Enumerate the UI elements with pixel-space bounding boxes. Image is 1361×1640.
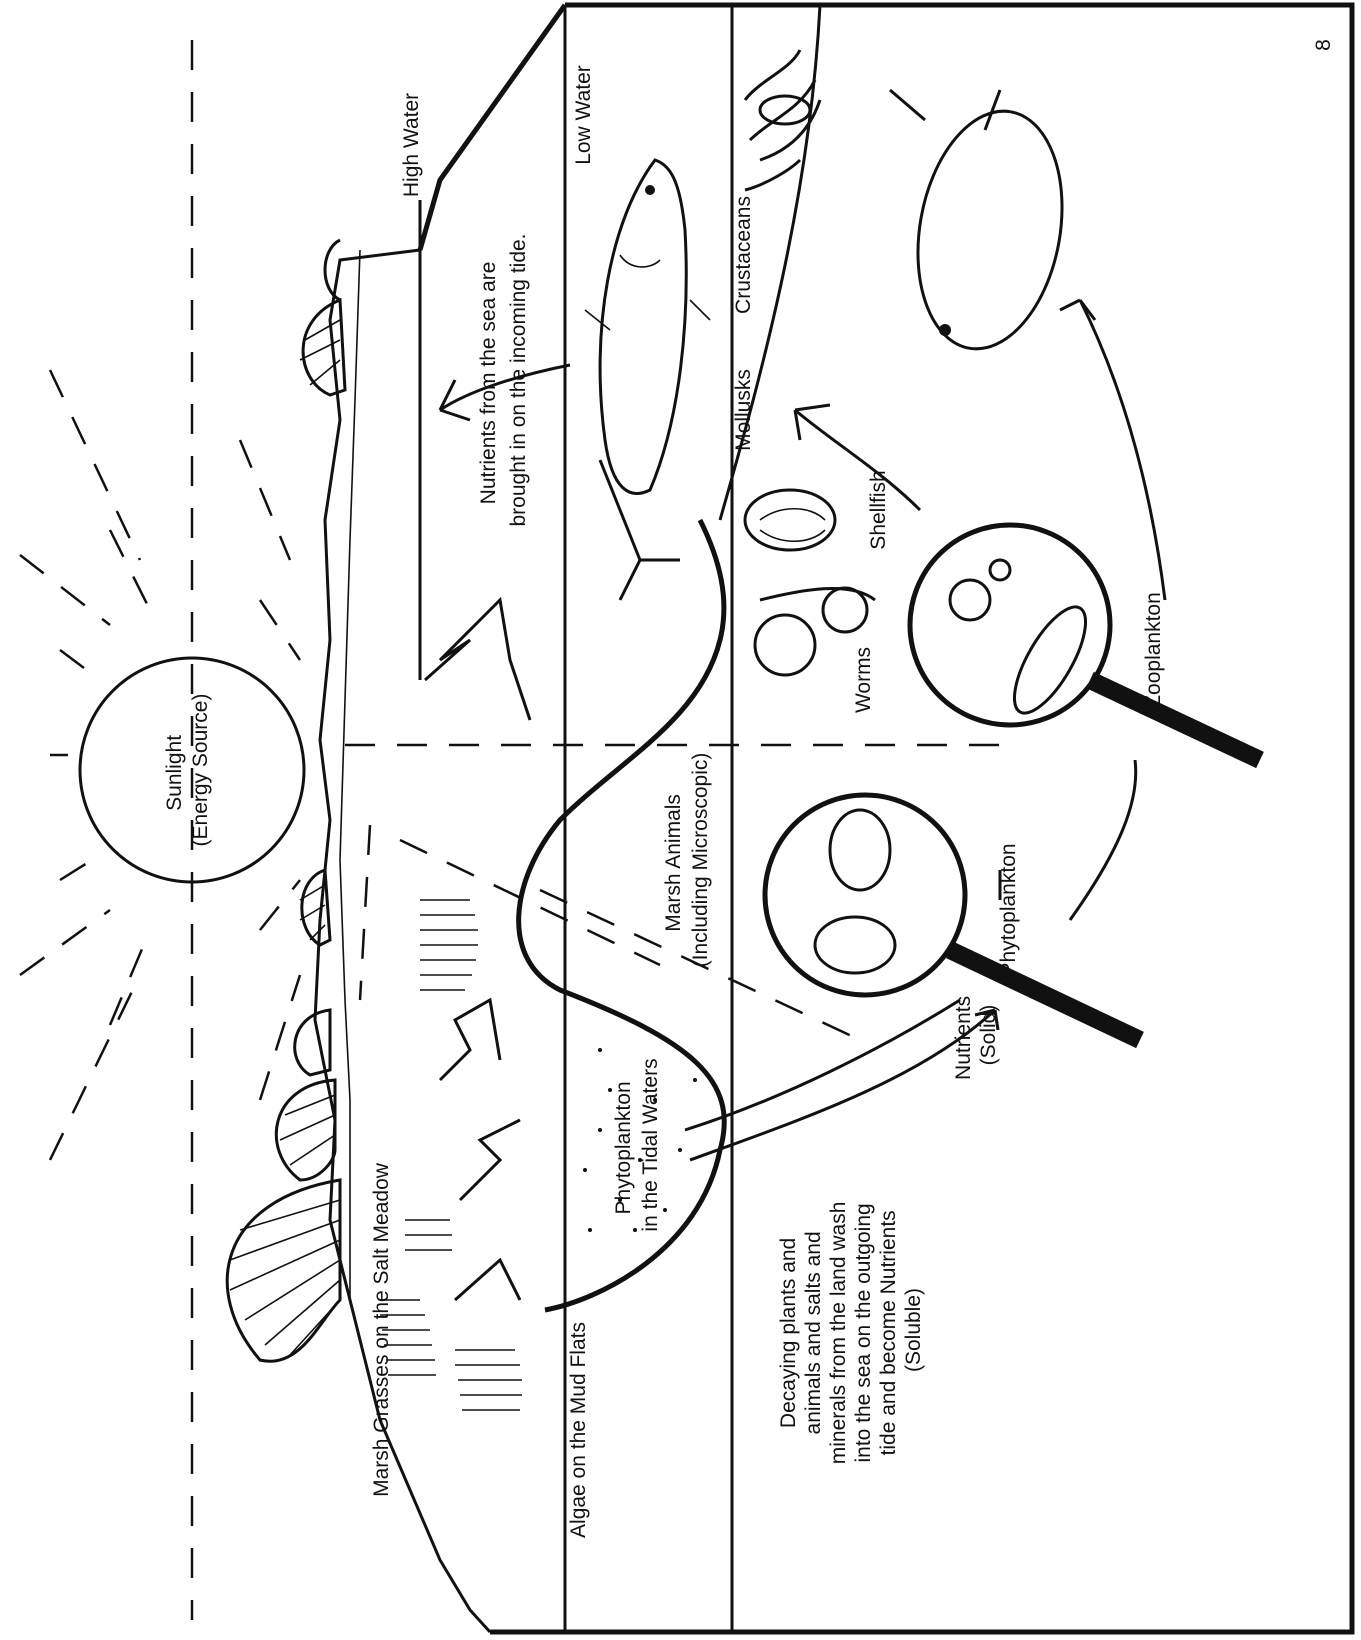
- nutrients-tide-arrow: [439, 363, 571, 412]
- dash-c: [539, 888, 861, 1042]
- decaying-label: Decaying plants and animals and salts an…: [777, 1196, 925, 1464]
- phyto-to-zoo-arrow: [1068, 759, 1138, 921]
- marsh-grass-hatching: [380, 899, 522, 1411]
- algae-label: Algae on the Mud Flats: [567, 1322, 590, 1538]
- flounder-illustration: [889, 88, 1064, 351]
- fish-illustration: [584, 158, 711, 601]
- crustacean-illustration: [743, 49, 822, 192]
- zooplankton-magnifier: [907, 522, 1264, 769]
- marsh-animals-curve: [516, 518, 727, 1313]
- nutrients-sea-label: Nutrients from the sea are brought in on…: [477, 233, 530, 526]
- sun-rays: [19, 40, 302, 1620]
- marsh-profile: [313, 248, 492, 1634]
- sun: [19, 40, 306, 1620]
- sunlight-label: Sunlight (Energy Source): [163, 694, 212, 847]
- phytoplankton-label: Phytoplankton: [997, 843, 1020, 976]
- dash-a: [358, 824, 372, 1001]
- decay-arrow-2: [684, 998, 961, 1132]
- zooplankton-label: Zooplankton: [1142, 592, 1165, 708]
- low-water-label: Low Water: [572, 65, 595, 165]
- dash-b: [399, 838, 661, 967]
- crustaceans-label: Crustaceans: [732, 196, 755, 314]
- zoo-to-fish-arrow: [1078, 299, 1167, 601]
- marsh-grasses-label: Marsh Grasses on the Salt Meadow: [370, 1162, 393, 1497]
- decay-arrow-1: [689, 1008, 997, 1162]
- flow-arrows: [438, 298, 1167, 1162]
- phytoplankton-dots: [583, 1048, 697, 1232]
- mollusks-label: Mollusks: [732, 369, 755, 451]
- mud-flat-grass: [424, 596, 532, 1302]
- zoo-to-shellfish-arrow: [794, 408, 922, 512]
- water-surface-line: [339, 249, 361, 1300]
- nutrients-solid-label: Nutrients (Solid): [952, 990, 1000, 1080]
- phyto-tidal-label: Phytoplankton in the Tidal Waters: [612, 1058, 662, 1231]
- worms-label: Worms: [852, 647, 875, 713]
- high-water-label: High Water: [400, 93, 423, 197]
- corner-mark: 8: [1312, 39, 1335, 51]
- marsh-trees: [225, 238, 347, 1363]
- shellfish-illustration: [743, 488, 837, 552]
- shellfish-label: Shellfish: [867, 470, 890, 549]
- worms-illustration: [753, 586, 876, 677]
- frame-outline: [490, 2, 1355, 1635]
- marsh-animals-label: Marsh Animals (Including Microscopic): [662, 753, 712, 968]
- phytoplankton-magnifier: [762, 792, 1144, 1049]
- high-water-slope: [417, 3, 568, 251]
- zone-frame: [417, 2, 1355, 1635]
